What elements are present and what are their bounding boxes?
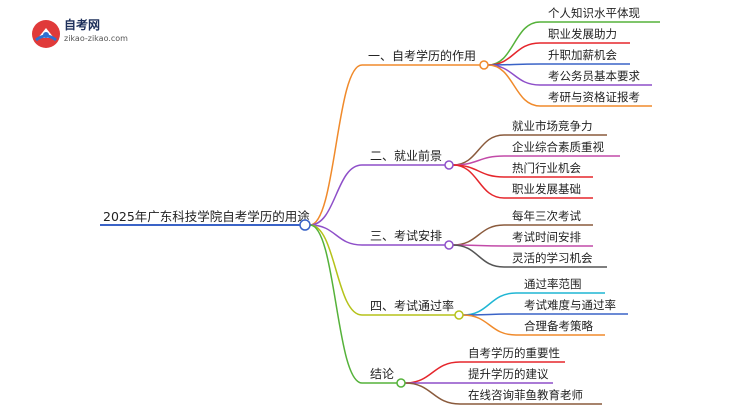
branch-label: 三、考试安排 <box>370 228 442 243</box>
leaf-label: 灵活的学习机会 <box>512 251 593 265</box>
leaf-label: 考试时间安排 <box>512 230 581 244</box>
leaf-label: 考公务员基本要求 <box>548 69 640 83</box>
branch-dot <box>396 378 406 388</box>
branch-dot <box>444 160 454 170</box>
branch-edge <box>309 64 363 226</box>
leaf-label: 个人知识水平体现 <box>548 6 640 20</box>
branch-edge <box>309 224 363 316</box>
leaf-label: 考研与资格证报考 <box>548 90 640 104</box>
leaf-edge <box>452 164 505 199</box>
leaf-label: 在线咨询菲鱼教育老师 <box>468 388 583 402</box>
branch-label: 一、自考学历的作用 <box>368 48 476 63</box>
logo-subtitle: zikao-zikao.com <box>64 34 128 43</box>
branch-label: 二、就业前景 <box>370 148 442 163</box>
branch-dot <box>479 60 489 70</box>
leaf-label: 自考学历的重要性 <box>468 346 560 360</box>
leaf-label: 提升学历的建议 <box>468 367 549 381</box>
leaf-edge <box>452 224 505 246</box>
leaf-edge <box>462 314 517 336</box>
leaf-edge <box>462 292 517 316</box>
leaf-label: 就业市场竞争力 <box>512 119 593 133</box>
leaf-edge <box>487 42 541 66</box>
leaf-label: 合理备考策略 <box>524 319 593 333</box>
leaf-edge <box>487 64 541 86</box>
branch-dot <box>454 310 464 320</box>
leaf-label: 职业发展助力 <box>548 27 617 41</box>
branch-edge <box>309 224 363 384</box>
branch-label: 四、考试通过率 <box>370 298 454 313</box>
leaf-edge <box>404 361 461 384</box>
logo-icon <box>32 20 60 48</box>
leaf-label: 企业综合素质重视 <box>512 140 604 154</box>
leaf-label: 通过率范围 <box>524 277 582 291</box>
leaf-label: 升职加薪机会 <box>548 48 617 62</box>
leaf-label: 职业发展基础 <box>512 182 581 196</box>
branch-dot <box>444 240 454 250</box>
leaf-label: 考试难度与通过率 <box>524 298 616 312</box>
root-node-dot <box>299 219 311 231</box>
branch-edge <box>309 224 363 246</box>
root-node-label: 2025年广东科技学院自考学历的用途 <box>103 209 310 224</box>
leaf-edge <box>487 64 541 107</box>
branch-label: 结论 <box>370 367 394 381</box>
leaf-label: 热门行业机会 <box>512 161 581 175</box>
site-logo: 自考网 zikao-zikao.com <box>30 14 170 54</box>
logo-title: 自考网 <box>64 18 101 32</box>
leaf-edge <box>452 244 505 268</box>
branch-edge <box>309 164 363 226</box>
leaf-edge <box>404 382 461 405</box>
leaf-label: 每年三次考试 <box>512 209 581 223</box>
